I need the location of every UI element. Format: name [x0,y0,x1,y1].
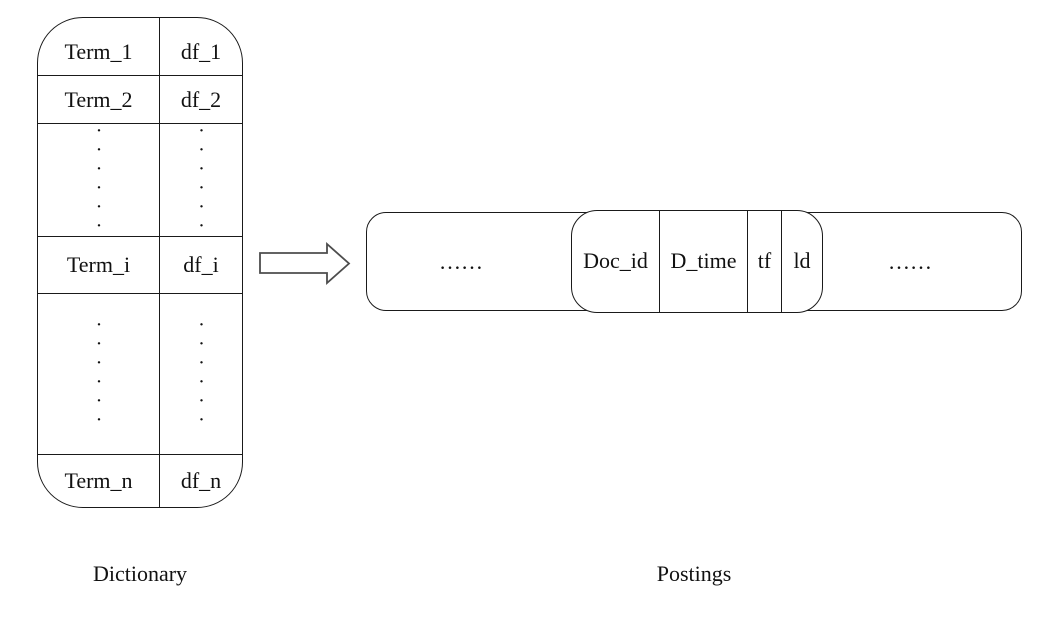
right-arrow-icon [259,241,351,286]
dictionary-cell-term-dots-top: ······ [38,123,160,237]
posting-field-tf: tf [748,210,782,312]
dictionary-cell-df-i: df_i [183,252,219,277]
vertical-ellipsis: ······ [91,317,107,431]
dictionary-cell-term-i: Term_i [38,237,160,293]
dictionary-cell-df-dots-top: ······ [160,123,242,237]
dictionary-row-ellipsis-top: ······ ······ [38,123,242,237]
postings-ellipsis-right: …… [888,248,932,274]
dictionary-cell-df-dots-bottom: ······ [160,294,242,454]
dictionary-cell-df-2: df_2 [180,86,222,112]
posting-field-ld: ld [793,248,811,273]
dictionary-cell-df-1: df_1 [180,38,222,64]
dictionary-row-term-n: Term_n df_n [38,455,242,507]
dictionary-row-term-1: Term_1 df_1 [38,18,242,76]
dictionary-cell-term-2: Term_2 [38,76,160,123]
vertical-ellipsis: ······ [193,317,210,431]
posting-field-doc-id: Doc_id [572,210,660,312]
vertical-ellipsis: ······ [91,123,107,237]
dictionary-cell-term-n: Term_n [38,455,160,507]
postings-label: Postings [656,561,732,586]
dictionary-label: Dictionary [92,561,188,586]
dictionary-cell-term-dots-bottom: ······ [38,294,160,454]
dictionary-row-term-2: Term_2 df_2 [38,76,242,124]
postings-ellipsis-left: …… [439,248,483,274]
dictionary-row-term-i: Term_i df_i [38,237,242,294]
posting-field-d-time: D_time [660,210,748,312]
postings-bar: …… Doc_id D_time tf ld …… [366,209,1022,313]
dictionary-table: Term_1 df_1 Term_2 df_2 ······ ······ Te… [37,17,243,508]
dictionary-cell-term-1: Term_1 [38,18,160,75]
dictionary-row-ellipsis-bottom: ······ ······ [38,294,242,455]
vertical-ellipsis: ······ [193,123,210,237]
posting-record: Doc_id D_time tf ld [571,209,823,313]
dictionary-cell-df-n: df_n [180,468,222,493]
